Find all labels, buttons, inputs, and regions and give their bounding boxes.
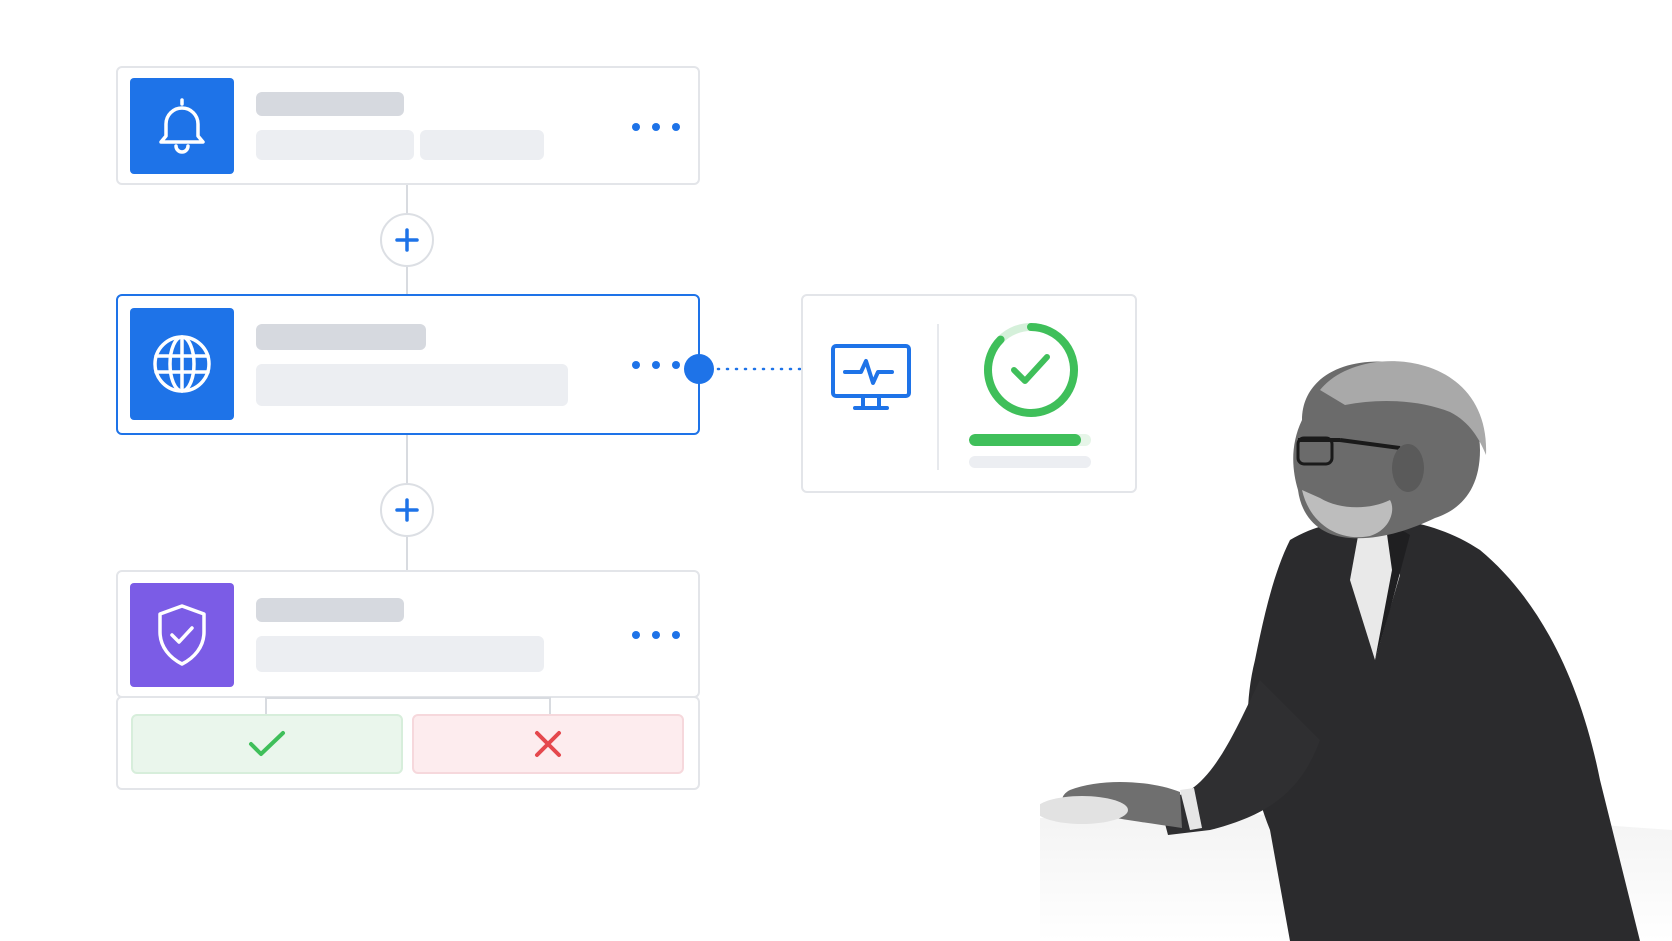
more-options-button[interactable] [632,358,680,372]
bell-icon [159,98,205,154]
plus-icon [395,228,419,252]
shield-check-icon [158,604,206,666]
status-panel [801,294,1137,493]
branch-connector [265,697,551,716]
monitor-pulse-icon [831,344,911,410]
step-detail-placeholder [256,364,568,406]
bell-tile [130,78,234,174]
shield-tile [130,583,234,687]
workflow-step-web-request[interactable] [116,294,700,435]
more-options-button[interactable] [632,628,680,642]
globe-icon [153,335,211,393]
output-port[interactable] [684,354,714,384]
panel-divider [937,324,939,470]
step-title-placeholder [256,92,404,116]
step-title-placeholder [256,324,426,350]
add-step-button[interactable] [380,213,434,267]
add-step-button[interactable] [380,483,434,537]
dotted-link [716,367,804,371]
check-icon [249,731,285,756]
check-circle-icon [984,323,1078,417]
person-illustration [1040,361,1672,941]
approve-outcome-button[interactable] [131,714,403,774]
workflow-step-approval[interactable] [116,570,700,698]
progress-bar [969,434,1091,446]
step-detail-placeholder [256,636,544,672]
step-meta-placeholder [256,130,414,160]
progress-fill [969,434,1082,446]
workflow-step-trigger[interactable] [116,66,700,185]
more-options-button[interactable] [632,120,680,134]
reject-outcome-button[interactable] [412,714,684,774]
step-meta-placeholder [420,130,544,160]
step-title-placeholder [256,598,404,622]
x-icon [535,731,561,757]
plus-icon [395,498,419,522]
status-caption-placeholder [969,456,1091,468]
globe-tile [130,308,234,420]
